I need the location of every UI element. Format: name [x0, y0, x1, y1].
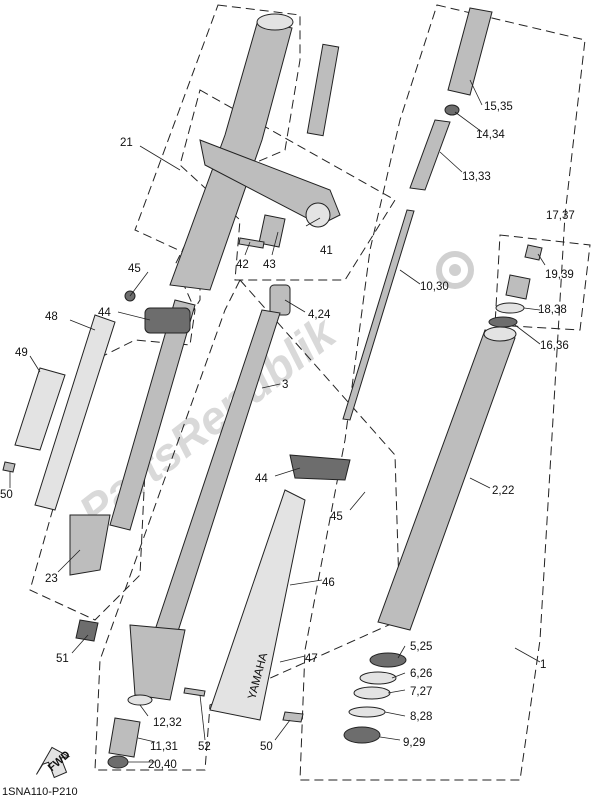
callout-19-39: 19,39	[545, 269, 574, 281]
callout-41: 41	[320, 245, 333, 257]
adjuster-17-37	[505, 274, 531, 300]
left-lower-tube	[109, 299, 196, 531]
upper-bracket	[199, 139, 341, 226]
clip-8-28	[348, 706, 386, 718]
callout-52: 52	[198, 741, 211, 753]
callout-45-left: 45	[128, 263, 141, 275]
outer-tube-top	[483, 326, 517, 342]
bolt-50-left	[2, 461, 16, 473]
dust-seal-9-29	[343, 726, 381, 744]
callout-49: 49	[15, 347, 28, 359]
left-fork-clamp-44	[144, 307, 191, 334]
callout-50-left: 50	[0, 489, 13, 501]
callout-44-left: 44	[98, 307, 111, 319]
seal-12-32	[127, 694, 153, 706]
callout-13-33: 13,33	[462, 171, 491, 183]
inner-fork-outline	[94, 279, 401, 771]
outer-tube-2-22	[377, 329, 516, 631]
steering-stem	[306, 43, 340, 137]
callout-23: 23	[45, 573, 58, 585]
triple-clamp-outline	[179, 89, 396, 281]
callout-18-38: 18,38	[538, 304, 567, 316]
callout-42: 42	[236, 259, 249, 271]
inner-fork-assembly: YAMAHA	[75, 284, 351, 769]
spring-15-35	[447, 7, 493, 96]
leader-lines	[9, 79, 546, 763]
fwd-arrow-icon: FWD	[36, 746, 73, 779]
seal-5-25	[369, 652, 407, 668]
stem-nut	[305, 202, 331, 228]
callout-14-34: 14,34	[476, 129, 505, 141]
callout-45-right: 45	[330, 511, 343, 523]
oring-16-36	[488, 316, 518, 328]
triple-clamp-assembly	[124, 43, 341, 302]
callout-6-26: 6,26	[410, 668, 432, 680]
bolt-42	[238, 237, 265, 249]
callout-4-24: 4,24	[308, 309, 331, 321]
rod-13-33	[409, 119, 451, 191]
washer-7-27	[353, 686, 391, 700]
callout-12-32: 12,32	[153, 717, 182, 729]
cap-subassembly-outline	[494, 234, 591, 331]
callout-50-right: 50	[260, 741, 273, 753]
callout-47: 47	[305, 653, 318, 665]
fork-guard-sticker-49	[14, 367, 66, 451]
bolt-19-39	[524, 244, 543, 261]
clip-51	[75, 619, 99, 642]
right-fork-outline	[299, 4, 586, 781]
callout-46: 46	[322, 577, 335, 589]
spring-11-31	[108, 717, 141, 758]
washer-18-38	[495, 302, 525, 314]
bolt-50-right	[282, 711, 304, 723]
callout-51: 51	[56, 653, 69, 665]
callout-17-37: 17,37	[546, 210, 575, 222]
callout-43: 43	[263, 259, 276, 271]
callout-9-29: 9,29	[403, 737, 425, 749]
diagram-code: 1SNA110-P210	[2, 786, 78, 798]
callout-44-right: 44	[255, 473, 268, 485]
callout-5-25: 5,25	[410, 641, 432, 653]
bolt-52	[183, 687, 206, 697]
callout-2-22: 2,22	[492, 485, 514, 497]
damper-rod-10-30	[342, 209, 415, 421]
callout-11-31: 11,31	[150, 741, 178, 753]
gear-watermark-icon	[436, 251, 474, 289]
ring-6-26	[359, 671, 397, 685]
callout-7-27: 7,27	[410, 686, 432, 698]
cap-20-40	[107, 755, 129, 769]
callout-3: 3	[282, 379, 288, 391]
axle-bracket-lower	[129, 624, 186, 701]
lower-clamp-44	[289, 454, 351, 481]
fork-guard-46	[209, 489, 306, 721]
bushing-4-24	[269, 284, 291, 316]
callout-10-30: 10,30	[420, 281, 449, 293]
callout-20-40: 20,40	[148, 759, 177, 771]
left-fork-guard-48	[34, 314, 116, 511]
callout-8-28: 8,28	[410, 711, 432, 723]
callout-16-36: 16,36	[540, 340, 569, 352]
left-fork-cap	[256, 13, 294, 31]
left-axle-bracket-23	[69, 514, 111, 576]
callout-1: 1	[540, 659, 546, 671]
callout-21: 21	[120, 137, 133, 149]
callout-48: 48	[45, 311, 58, 323]
right-fork-assembly	[342, 7, 543, 744]
callout-15-35: 15,35	[484, 101, 513, 113]
cable-holder-43	[258, 214, 286, 248]
callout-labels: 21 45 44 48 49 50 23 41 42 43 4,24 3 44 …	[0, 101, 575, 771]
